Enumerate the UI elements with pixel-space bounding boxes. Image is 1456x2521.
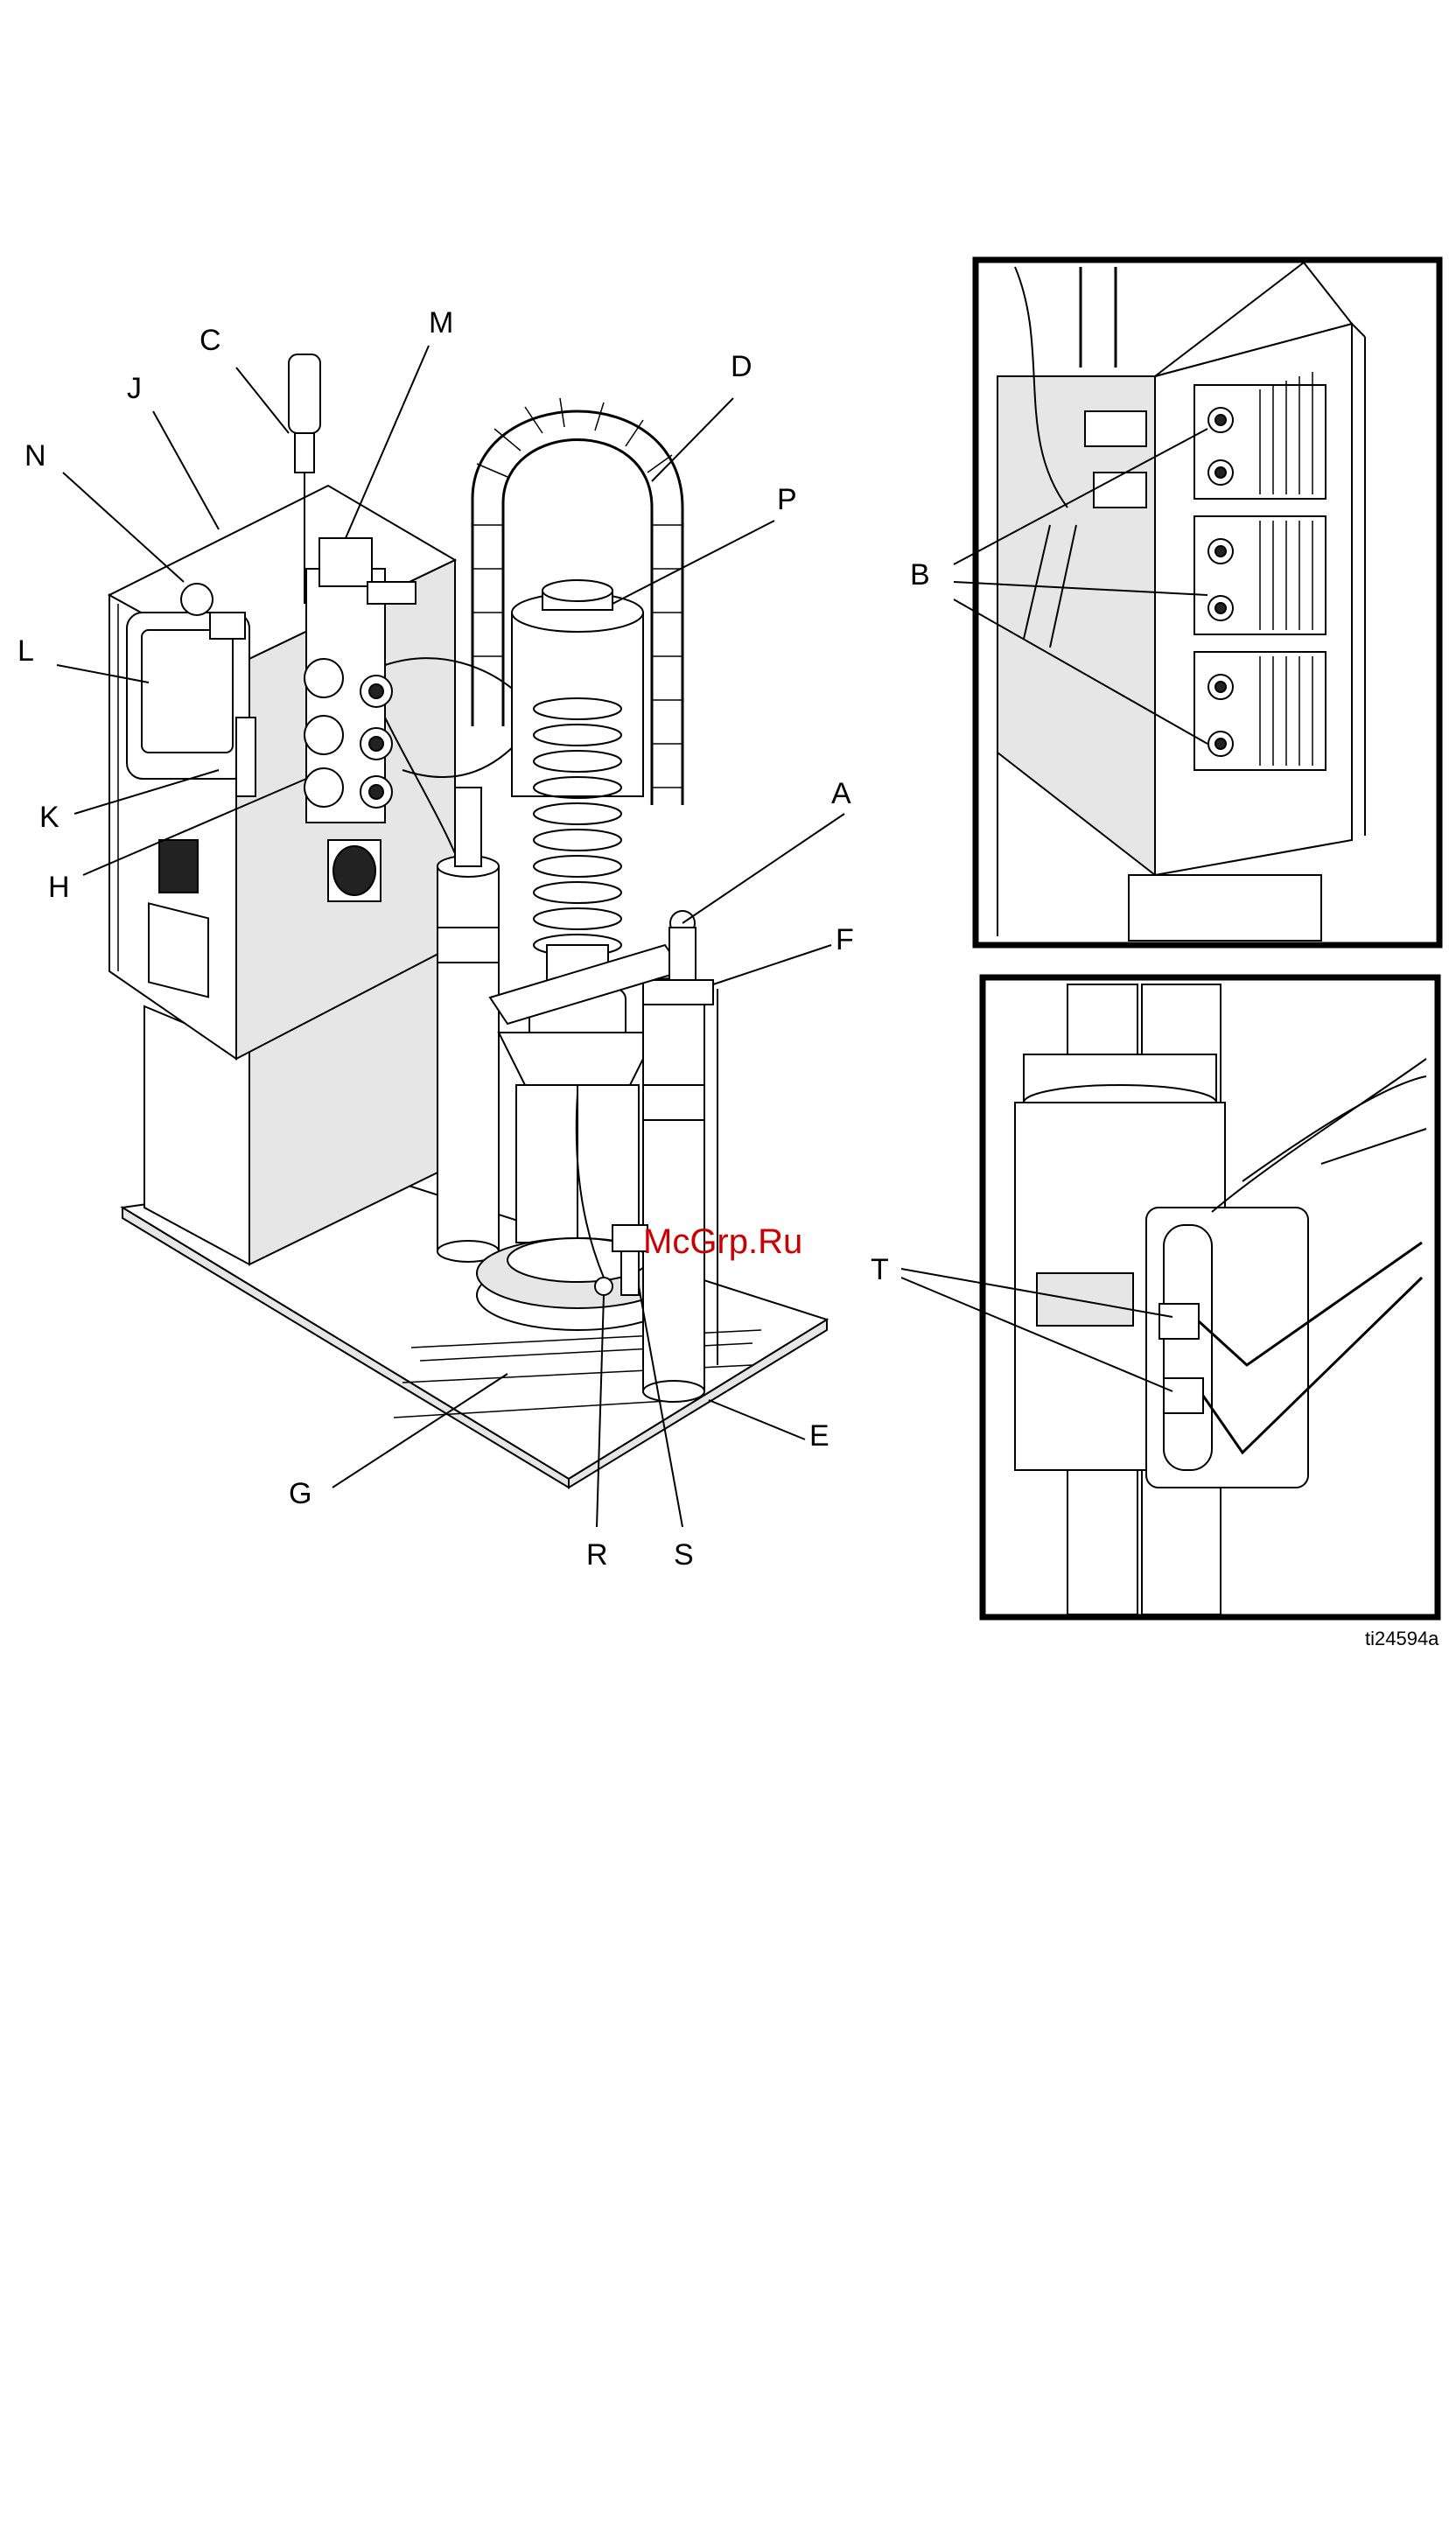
- main-machine-view: [109, 354, 827, 1488]
- callout-m: M: [429, 306, 453, 340]
- callout-r: R: [586, 1538, 608, 1572]
- gauge-2: [304, 716, 343, 754]
- callout-n: N: [24, 439, 46, 473]
- connector-panels: [1194, 372, 1326, 770]
- callout-k: K: [39, 801, 60, 834]
- status-knob: [181, 584, 213, 615]
- detail-view-b: [976, 260, 1439, 945]
- callout-c: C: [200, 324, 221, 357]
- callout-g: G: [289, 1477, 312, 1510]
- callout-h: H: [48, 871, 70, 904]
- callout-t: T: [871, 1253, 889, 1286]
- left-ram-cylinder: [438, 866, 499, 1251]
- equipment-diagram: A B C D E F G H J K L M N P R S T McGrp.…: [0, 0, 1456, 1663]
- callout-p: P: [777, 483, 797, 516]
- callout-a: A: [831, 777, 851, 810]
- gauge-3: [304, 768, 343, 807]
- figure-id: ti24594a: [1365, 1628, 1439, 1649]
- callout-f: F: [836, 923, 854, 956]
- display-screen: [142, 630, 233, 753]
- right-ram-cylinder: [643, 989, 704, 1391]
- callout-l: L: [18, 634, 34, 668]
- callout-b: B: [910, 558, 930, 592]
- pump-upper-cylinder: [512, 613, 643, 796]
- callout-d: D: [731, 350, 752, 383]
- light-tower: [289, 354, 320, 433]
- callout-e: E: [809, 1419, 830, 1453]
- callout-j: J: [127, 372, 142, 405]
- front-vent: [149, 903, 208, 997]
- outlet-fitting: [612, 1225, 648, 1251]
- detail-view-t: [983, 977, 1438, 1617]
- solenoid-valve: [319, 538, 372, 586]
- gauge-1: [304, 659, 343, 697]
- watermark: McGrp.Ru: [643, 1222, 802, 1261]
- callout-s: S: [674, 1538, 694, 1572]
